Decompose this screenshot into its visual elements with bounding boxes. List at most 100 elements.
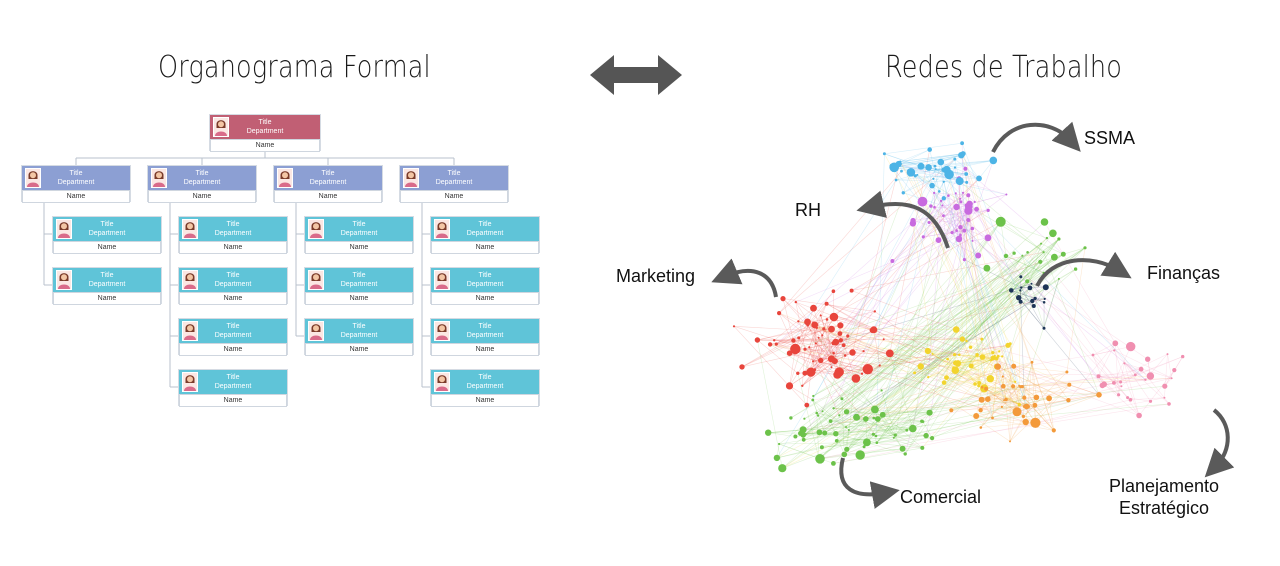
network-node	[1091, 353, 1095, 357]
network-edge	[1115, 343, 1136, 376]
network-edge	[920, 166, 933, 186]
network-edge	[964, 209, 977, 231]
network-edge	[946, 169, 994, 359]
network-edge	[934, 192, 969, 196]
network-edge	[790, 261, 1041, 419]
network-node	[1030, 417, 1041, 428]
network-edge	[845, 426, 923, 449]
network-edge	[1027, 362, 1033, 407]
network-edge	[947, 358, 955, 368]
network-edge	[929, 149, 940, 192]
network-edge	[741, 324, 815, 368]
network-edge	[816, 412, 907, 431]
network-edge	[978, 359, 992, 386]
network-edge	[768, 426, 847, 433]
network-edge	[1024, 362, 1033, 398]
network-node	[890, 259, 895, 263]
network-node	[732, 325, 736, 328]
network-node	[978, 396, 985, 403]
network-node	[1033, 394, 1040, 401]
network-edge	[997, 366, 1036, 423]
card-title: Title	[352, 221, 366, 228]
network-edge	[835, 315, 874, 331]
network-edge	[955, 329, 960, 355]
network-edge	[816, 412, 896, 436]
network-edge	[889, 149, 930, 354]
network-edge	[954, 167, 962, 202]
network-node	[1042, 326, 1046, 330]
network-node	[1042, 284, 1049, 291]
network-node	[1023, 404, 1027, 409]
network-edge	[865, 418, 868, 443]
card-department: Department	[340, 332, 378, 339]
network-node	[804, 402, 810, 408]
network-edge	[1120, 356, 1183, 383]
card-name: Name	[400, 190, 508, 203]
network-node	[1057, 277, 1060, 280]
network-node	[1043, 297, 1046, 300]
network-node	[803, 347, 807, 351]
network-edge	[1010, 343, 1014, 367]
network-edge	[882, 238, 1060, 416]
person-avatar-icon	[308, 270, 324, 290]
network-node	[815, 454, 825, 464]
network-node	[996, 354, 1000, 358]
network-edge	[962, 338, 985, 389]
network-node	[1026, 251, 1029, 254]
network-node	[977, 381, 982, 385]
network-edge	[852, 161, 901, 353]
network-edge	[812, 333, 841, 362]
network-edge	[1011, 290, 1036, 299]
network-edge	[789, 352, 838, 376]
network-node	[1096, 392, 1102, 398]
network-edge	[821, 442, 867, 448]
card-title: Title	[352, 272, 366, 279]
person-avatar-icon	[434, 321, 450, 341]
network-edge	[833, 281, 1028, 464]
network-edge	[821, 335, 840, 373]
network-edge	[988, 362, 1033, 398]
network-edge	[900, 153, 964, 162]
network-edge	[1063, 247, 1086, 255]
network-edge	[992, 397, 1037, 419]
network-edge	[818, 415, 874, 435]
network-edge	[797, 373, 820, 459]
network-node	[812, 394, 815, 398]
network-edge	[812, 337, 819, 362]
network-node	[773, 339, 776, 342]
network-node	[821, 410, 824, 413]
network-node	[990, 355, 996, 361]
network-node	[874, 416, 881, 422]
network-edge	[964, 230, 1020, 405]
network-edge	[976, 394, 1100, 417]
network-edge	[976, 415, 1054, 431]
network-edge	[768, 420, 922, 433]
network-node	[1167, 402, 1171, 406]
network-edge	[844, 261, 1041, 455]
network-node	[1117, 393, 1121, 397]
network-node	[1030, 360, 1034, 364]
network-edge	[798, 321, 1025, 398]
network-edge	[865, 418, 896, 436]
network-node	[991, 416, 994, 420]
card-department: Department	[466, 332, 504, 339]
network-edge	[987, 397, 1037, 400]
network-node	[895, 160, 902, 168]
card-title: Title	[478, 323, 492, 330]
network-edge	[1020, 290, 1025, 398]
network-node	[987, 396, 990, 399]
network-node	[739, 364, 745, 370]
network-edge	[876, 329, 957, 443]
network-edge	[1113, 356, 1183, 384]
network-edge	[770, 344, 988, 400]
network-node	[830, 366, 833, 369]
network-node	[863, 438, 871, 447]
network-edge	[901, 167, 929, 172]
network-edge	[914, 354, 955, 374]
network-edge	[939, 181, 945, 192]
network-node	[979, 354, 986, 360]
network-edge	[872, 210, 969, 331]
network-edge	[833, 260, 893, 409]
